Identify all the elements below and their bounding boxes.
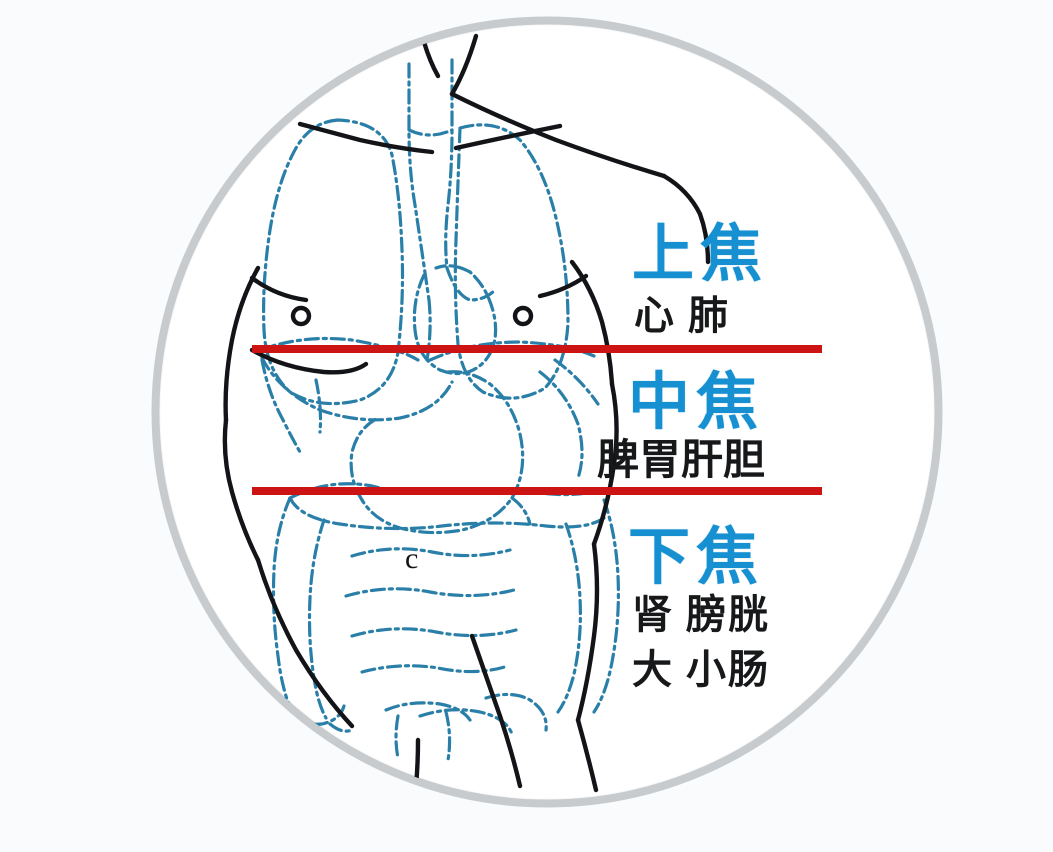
descending-colon-inner (556, 522, 582, 714)
zone-title-upper-jiao: 上焦 (632, 221, 769, 289)
lung-left (262, 118, 405, 406)
clavicle-left (297, 121, 435, 155)
nipple-left-icon (290, 305, 312, 327)
heart-top (434, 264, 472, 274)
side-left-upper (223, 265, 261, 423)
groin-right (469, 633, 523, 789)
trachea-cross (407, 128, 454, 137)
bladder-sides (394, 710, 452, 762)
nipple-right-icon (512, 305, 534, 327)
costal-margin-left (249, 347, 369, 375)
liver-left-lobe (260, 358, 302, 454)
sigmoid-colon (484, 692, 548, 732)
stomach-lesser-curve (349, 416, 380, 502)
descending-colon (592, 498, 620, 714)
spleen-edge (553, 358, 600, 406)
anatomy-group: c (222, 33, 822, 793)
zone-organs-lower-jiao-line2: 大 小肠 (632, 647, 770, 692)
spleen (538, 370, 584, 480)
hip-left (255, 557, 355, 729)
body-outline (222, 33, 711, 793)
zone-title-middle-jiao: 中焦 (628, 369, 765, 437)
clavicle-right (453, 123, 563, 151)
transverse-colon-lower (288, 496, 606, 531)
circular-frame-ring (151, 16, 943, 808)
zone-organs-lower-jiao-line1: 肾 膀胱 (632, 592, 770, 637)
pectoral-right (537, 273, 589, 299)
pectoral-left (249, 275, 309, 303)
zone-organs-middle-jiao: 脾胃肝胆 (597, 438, 766, 484)
small-intestine-coil-2 (344, 587, 516, 598)
duodenum (510, 496, 532, 526)
thigh-right-outer (575, 717, 599, 793)
ascending-colon-inner (307, 518, 328, 720)
gallbladder (314, 378, 323, 434)
navel-mark: c (405, 542, 418, 575)
waist-right (591, 381, 619, 547)
small-intestine-coil-3 (350, 627, 518, 638)
trachea-right-wall (444, 58, 454, 270)
heart (412, 270, 498, 376)
neck-left (421, 39, 441, 79)
liver-lower-edge (260, 356, 454, 422)
zone-organs-upper-jiao: 心 肺 (634, 293, 730, 338)
arm-right-upper (661, 173, 711, 265)
shoulder-right (449, 91, 667, 179)
zone-title-lower-jiao: 下焦 (628, 524, 765, 592)
hip-right (575, 541, 600, 723)
organ-lines (253, 58, 620, 762)
small-intestine-coil-1 (350, 547, 512, 558)
small-intestine-coil-4 (360, 664, 510, 674)
circular-frame-inner-highlight (159, 24, 935, 800)
waist-left (222, 417, 261, 563)
sigmoid-lower (418, 708, 514, 736)
bronchus-right (445, 266, 497, 302)
bladder-top (384, 701, 472, 722)
bronchus-left (425, 298, 432, 362)
appendix (328, 722, 354, 733)
neck-right (449, 33, 479, 97)
